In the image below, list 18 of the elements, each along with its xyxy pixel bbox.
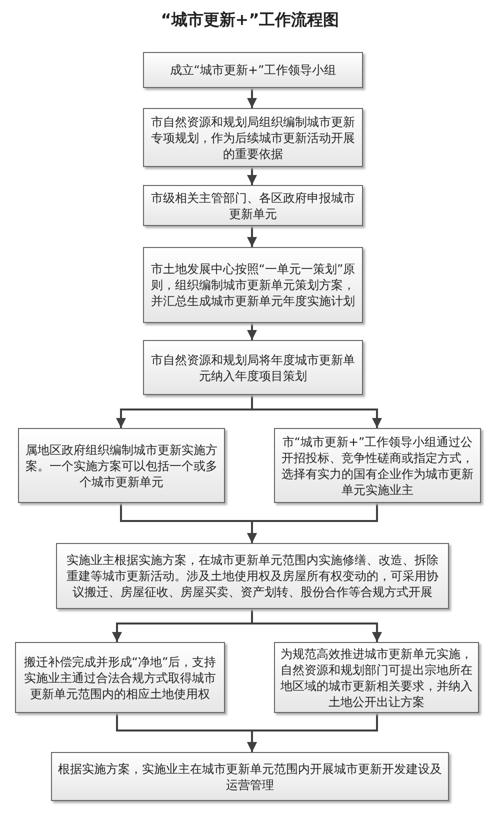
diagram-title: “城市更新+”工作流程图 <box>160 10 340 31</box>
process-box: 为规范高效推进城市更新单元实施，自然资源和规划部门可提出宗地所在地区域的城市更新相关要求，并纳入土地公开出让方案 <box>274 642 479 713</box>
process-box: 成立“城市更新+”工作领导小组 <box>143 52 363 88</box>
process-box: 市自然资源和规划局组织编制城市更新专项规划，作为后续城市更新活动开展的重要依据 <box>143 108 363 167</box>
process-box: 搬迁补偿完成并形成“净地”后，支持实施业主通过合法合规方式取得城市更新单元范围内的相应土地使用权 <box>15 642 225 713</box>
process-box: 实施业主根据实施方案，在城市更新单元范围内实施修缮、改造、拆除重建等城市更新活动。涉及土地使用权及房屋所有权变动的，可采用协议搬迁、房屋征收、房屋买卖、资产划转、股份合作等合规方式开展 <box>56 543 449 609</box>
arrow <box>247 323 257 340</box>
arrow <box>247 226 257 247</box>
arrow <box>247 88 257 108</box>
process-box: 市级相关主管部门、各区政府申报城市更新单元 <box>143 185 363 226</box>
process-box: 市土地发展中心按照“一单元一策划”原则，组织编制城市更新单元策划方案，并汇总生成城市更新单元年度实施计划 <box>143 247 363 323</box>
process-box: 市自然资源和规划局将年度城市更新单元纳入年度项目策划 <box>143 340 363 395</box>
arrow <box>247 167 257 185</box>
process-box: 根据实施方案，实施业主在城市更新单元范围内开展城市更新开发建设及运营管理 <box>51 752 449 801</box>
process-box: 市“城市更新+”工作领导小组通过公开招投标、竞争性磋商或指定方式，选择有实力的国有企业作为城市更新单元实施业主 <box>274 428 481 503</box>
arrow <box>247 503 378 543</box>
arrow <box>247 713 378 752</box>
process-box: 属地区政府组织编制城市更新实施方案。一个实施方案可以包括一个或多个城市更新单元 <box>18 428 225 503</box>
